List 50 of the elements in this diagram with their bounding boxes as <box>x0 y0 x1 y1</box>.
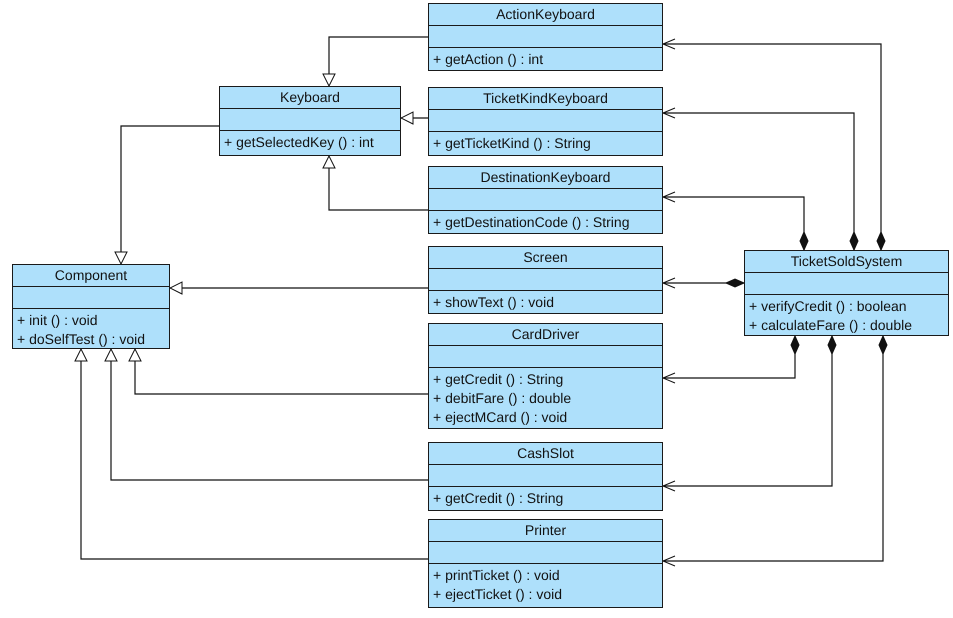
composition-arrow <box>662 278 744 288</box>
class-name: TicketSoldSystem <box>790 253 902 269</box>
class-box <box>219 86 401 156</box>
class-box <box>12 264 170 349</box>
composition-arrow <box>662 336 800 384</box>
class-name: Keyboard <box>280 89 340 105</box>
inheritance-arrow <box>114 125 219 264</box>
class-box <box>428 3 663 71</box>
composition-arrow <box>662 336 836 492</box>
method-signature: + showText () : void <box>433 293 555 312</box>
inheritance-arrow <box>400 112 428 124</box>
composition-arrow <box>662 336 888 566</box>
method-signature: + getTicketKind () : String <box>433 134 592 153</box>
method-signature: + ejectMCard () : void <box>433 408 568 427</box>
method-signature: + ejectTicket () : void <box>433 585 564 604</box>
method-signature: + verifyCredit () : boolean <box>749 297 908 316</box>
composition-arrow <box>662 108 858 250</box>
composition-arrow <box>662 192 808 250</box>
method-signature: + getDestinationCode () : String <box>433 213 630 232</box>
method-signature: + calculateFare () : double <box>749 316 914 335</box>
class-box <box>428 246 663 314</box>
method-signature: + debitFare () : double <box>433 389 572 408</box>
class-name: DestinationKeyboard <box>480 169 610 185</box>
method-signature: + init () : void <box>17 311 99 330</box>
class-box <box>428 519 663 608</box>
class-name: Printer <box>524 522 566 538</box>
method-signature: + printTicket () : void <box>433 566 561 585</box>
class-box <box>428 87 663 156</box>
method-signature: + getSelectedKey () : int <box>224 133 375 152</box>
class-name: Screen <box>523 249 568 265</box>
class-name: ActionKeyboard <box>496 6 595 22</box>
method-signature: + getAction () : int <box>433 50 544 69</box>
inheritance-arrow <box>322 36 428 86</box>
inheritance-arrow <box>322 156 428 211</box>
method-signature: + getCredit () : String <box>433 489 564 508</box>
inheritance-arrow <box>128 348 428 395</box>
class-name: CardDriver <box>512 326 580 342</box>
class-name: TicketKindKeyboard <box>483 90 608 106</box>
inheritance-arrow <box>170 282 428 294</box>
class-box <box>428 323 663 429</box>
class-box <box>428 166 663 234</box>
class-name: Component <box>54 267 128 283</box>
method-signature: + getCredit () : String <box>433 370 564 389</box>
method-signature: + doSelfTest () : void <box>17 330 146 349</box>
inheritance-arrow <box>104 348 428 481</box>
inheritance-arrow <box>74 348 428 560</box>
class-box <box>428 442 663 511</box>
class-name: CashSlot <box>517 445 574 461</box>
composition-arrow <box>662 38 886 250</box>
class-box <box>744 250 949 336</box>
